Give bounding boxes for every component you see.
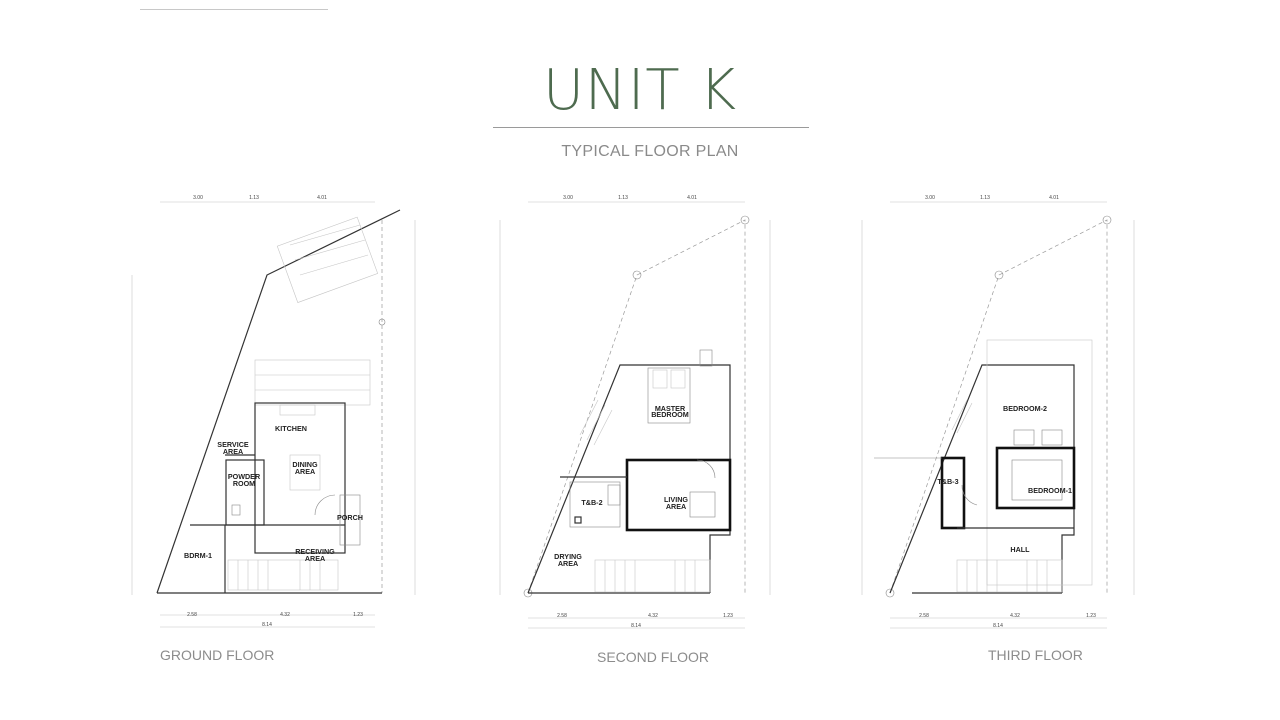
third-room-tb3: T&B-3 <box>937 477 958 486</box>
ground-dim-top-1: 3.00 <box>193 195 203 201</box>
ground-floor-label: GROUND FLOOR <box>160 647 275 663</box>
ground-room-receiving-2: AREA <box>305 554 325 563</box>
ground-room-dining-1: DINING <box>292 460 318 469</box>
ground-room-powder-2: ROOM <box>233 479 255 488</box>
second-dim-bottom-3: 1.23 <box>723 613 733 619</box>
third-interior <box>874 399 1076 593</box>
ground-room-receiving-1: RECEIVING <box>295 547 335 556</box>
title-underline <box>493 127 809 128</box>
second-room-master-2: BEDROOM <box>651 410 689 419</box>
second-room-drying-2: AREA <box>558 559 578 568</box>
third-dim-bottom-1: 2.58 <box>919 613 929 619</box>
third-floor-label: THIRD FLOOR <box>988 647 1083 663</box>
ground-landscape <box>254 216 386 406</box>
second-room-tb2: T&B-2 <box>581 498 602 507</box>
ground-bottom-dimensions: 2.58 4.32 1.23 8.14 <box>160 612 375 628</box>
third-room-bedroom2: BEDROOM-2 <box>1003 404 1047 413</box>
ground-interior-walls <box>190 402 361 593</box>
ground-room-service-1: SERVICE <box>217 440 249 449</box>
ground-room-dining-2: AREA <box>295 467 315 476</box>
second-dim-top-1: 3.00 <box>563 195 573 201</box>
third-dim-top-2: 1.13 <box>980 195 990 201</box>
second-floor-label: SECOND FLOOR <box>597 649 710 665</box>
ground-dim-bottom-2: 4.32 <box>280 612 290 618</box>
second-dim-top-3: 4.01 <box>687 195 697 201</box>
third-floor-plan: 3.00 1.13 4.01 BEDROOM-2 T&B-3 BEDROOM-1… <box>861 195 1135 629</box>
second-dim-bottom-4: 8.14 <box>631 623 641 629</box>
ground-dim-bottom-3: 1.23 <box>353 612 363 618</box>
second-room-master-1: MASTER <box>655 404 686 413</box>
second-dim-bottom-2: 4.32 <box>648 613 658 619</box>
third-dim-top-3: 4.01 <box>1049 195 1059 201</box>
third-dim-bottom-3: 1.23 <box>1086 613 1096 619</box>
ground-dim-top-3: 4.01 <box>317 195 327 201</box>
third-dim-bottom-2: 4.32 <box>1010 613 1020 619</box>
top-decorative-line <box>140 9 328 10</box>
ground-room-bdrm1: BDRM-1 <box>184 551 212 560</box>
second-room-drying-1: DRYING <box>554 552 582 561</box>
second-interior <box>560 349 732 593</box>
second-dim-top-2: 1.13 <box>618 195 628 201</box>
ground-dim-top-2: 1.13 <box>249 195 259 201</box>
ground-top-dimensions: 3.00 1.13 4.01 <box>160 195 375 203</box>
third-room-hall: HALL <box>1010 545 1030 554</box>
ground-dim-bottom-4: 8.14 <box>262 622 272 628</box>
second-floor-plan: 3.00 1.13 4.01 MASTER BEDROOM T&B-2 LIVI… <box>499 195 771 629</box>
third-site-outline <box>889 219 1108 594</box>
second-site-outline <box>527 219 746 594</box>
third-dim-top-1: 3.00 <box>925 195 935 201</box>
ground-floor-plan: 3.00 1.13 4.01 KIT <box>131 195 416 628</box>
third-top-dimensions: 3.00 1.13 4.01 <box>890 195 1107 203</box>
ground-room-porch: PORCH <box>337 513 363 522</box>
second-room-living-2: AREA <box>666 502 686 511</box>
second-bottom-dimensions: 2.58 4.32 1.23 8.14 <box>528 613 745 629</box>
second-top-dimensions: 3.00 1.13 4.01 <box>528 195 745 203</box>
ground-room-kitchen: KITCHEN <box>275 424 307 433</box>
second-dim-bottom-1: 2.58 <box>557 613 567 619</box>
ground-site-outline <box>156 209 401 594</box>
third-bottom-dimensions: 2.58 4.32 1.23 8.14 <box>890 613 1107 629</box>
second-room-living-1: LIVING <box>664 495 688 504</box>
third-dim-bottom-4: 8.14 <box>993 623 1003 629</box>
page-title: UNIT K <box>542 58 738 123</box>
third-room-bedroom1: BEDROOM-1 <box>1028 486 1072 495</box>
page-subtitle: TYPICAL FLOOR PLAN <box>561 143 739 160</box>
ground-room-service-2: AREA <box>223 447 243 456</box>
ground-room-powder-1: POWDER <box>228 472 261 481</box>
ground-dim-bottom-1: 2.58 <box>187 612 197 618</box>
